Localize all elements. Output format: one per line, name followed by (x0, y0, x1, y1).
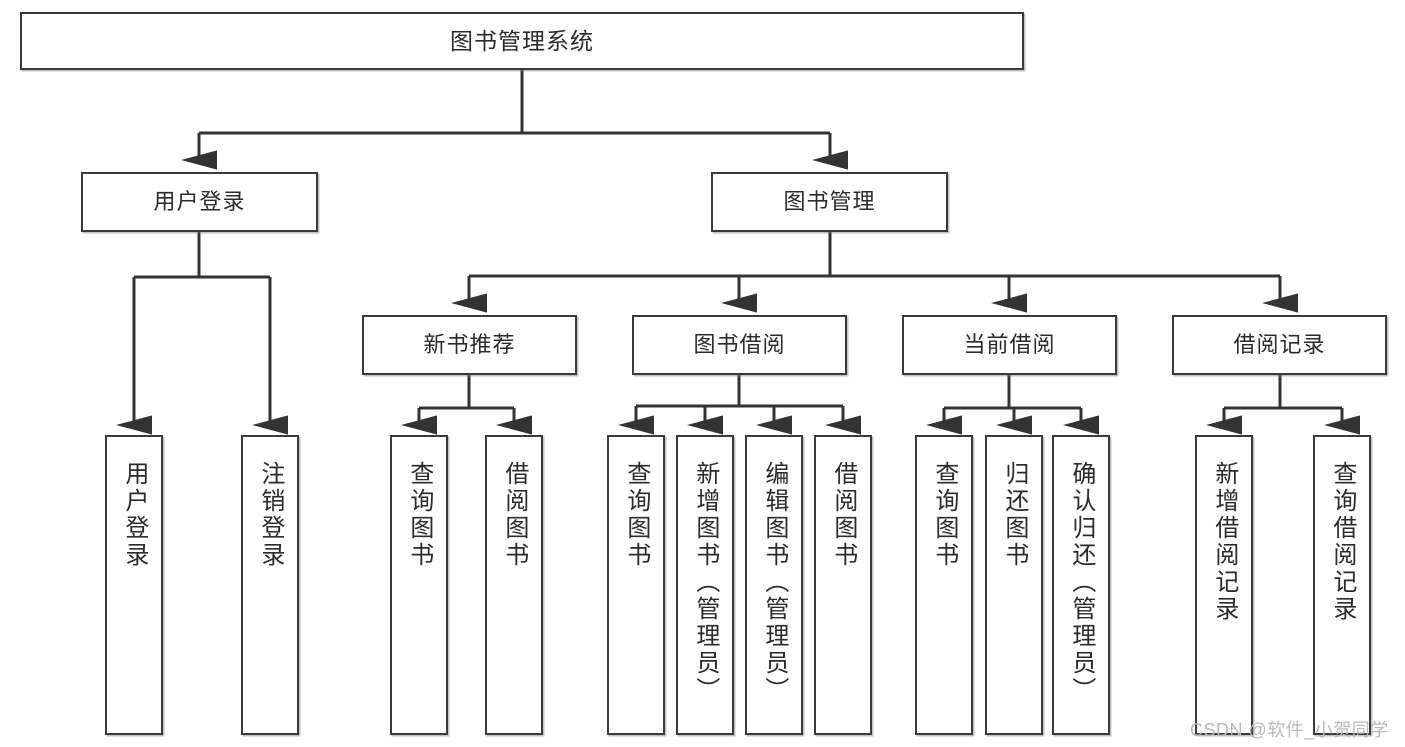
node-borrow-record[interactable]: 借阅记录 (1172, 315, 1387, 375)
node-label: 查询借阅记录 (1328, 461, 1356, 623)
node-current-borrow[interactable]: 当前借阅 (902, 315, 1117, 375)
node-new-book-recommend[interactable]: 新书推荐 (362, 315, 577, 375)
node-user-login[interactable]: 用户登录 (81, 172, 318, 232)
leaf-record-query[interactable]: 查询借阅记录 (1313, 435, 1371, 735)
leaf-user-logout[interactable]: 注销登录 (241, 435, 299, 735)
node-label: 编辑图书（管理员） (760, 461, 788, 704)
node-label: 图书管理 (783, 189, 876, 215)
node-label: 用户登录 (120, 461, 148, 569)
node-label: 新增图书（管理员） (691, 461, 719, 704)
node-root-system[interactable]: 图书管理系统 (20, 12, 1024, 70)
leaf-new-book-borrow[interactable]: 借阅图书 (485, 435, 543, 735)
leaf-user-login[interactable]: 用户登录 (105, 435, 163, 735)
leaf-current-query-book[interactable]: 查询图书 (915, 435, 973, 735)
node-label: 注销登录 (256, 461, 284, 569)
node-label: 图书借阅 (693, 332, 786, 358)
leaf-new-book-query[interactable]: 查询图书 (390, 435, 448, 735)
node-book-borrow[interactable]: 图书借阅 (632, 315, 847, 375)
node-label: 借阅图书 (500, 461, 528, 569)
node-label: 查询图书 (930, 461, 958, 569)
node-label: 查询图书 (622, 461, 650, 569)
leaf-record-add[interactable]: 新增借阅记录 (1195, 435, 1253, 735)
node-label: 确认归还（管理员） (1067, 461, 1095, 704)
leaf-current-return-book[interactable]: 归还图书 (985, 435, 1043, 735)
leaf-borrow-borrow-book[interactable]: 借阅图书 (814, 435, 872, 735)
node-label: 图书管理系统 (450, 27, 594, 54)
node-label: 当前借阅 (963, 332, 1056, 358)
node-label: 新书推荐 (423, 332, 516, 358)
node-label: 归还图书 (1000, 461, 1028, 569)
leaf-current-confirm-return-admin[interactable]: 确认归还（管理员） (1052, 435, 1110, 735)
leaf-borrow-query-book[interactable]: 查询图书 (607, 435, 665, 735)
node-label: 借阅记录 (1233, 332, 1326, 358)
node-label: 新增借阅记录 (1210, 461, 1238, 623)
watermark-text: CSDN @软件_小贺同学 (1190, 720, 1389, 740)
node-book-management[interactable]: 图书管理 (711, 172, 948, 232)
node-label: 借阅图书 (829, 461, 857, 569)
node-label: 用户登录 (153, 189, 246, 215)
leaf-borrow-add-book-admin[interactable]: 新增图书（管理员） (676, 435, 734, 735)
leaf-borrow-edit-book-admin[interactable]: 编辑图书（管理员） (745, 435, 803, 735)
node-label: 查询图书 (405, 461, 433, 569)
